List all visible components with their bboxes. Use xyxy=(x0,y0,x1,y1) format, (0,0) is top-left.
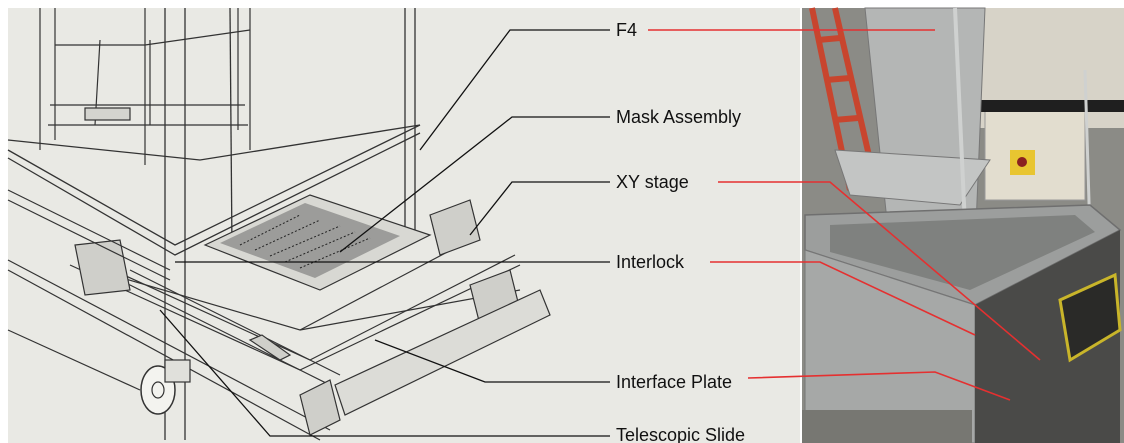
red-leader-interface-plate xyxy=(747,371,1011,401)
label-telescopic-slide: Telescopic Slide xyxy=(616,425,745,443)
label-interface-plate: Interface Plate xyxy=(616,372,732,392)
photo-f4-flange xyxy=(834,149,991,206)
leader-mask-assembly xyxy=(339,116,610,253)
leader-interface-plate xyxy=(374,339,610,383)
photo-yellow-stage xyxy=(1058,272,1122,363)
cad-drawing xyxy=(7,7,800,443)
leader-telescopic-slide xyxy=(159,309,610,437)
labels: F4 Mask Assembly XY stage Interlock Inte… xyxy=(616,20,745,443)
red-leader-interlock xyxy=(710,261,976,336)
cad-upper-box xyxy=(39,8,251,165)
label-xy-stage: XY stage xyxy=(616,172,689,192)
photo-radiation-symbol xyxy=(1017,157,1027,167)
leader-lines-red xyxy=(648,29,1041,401)
label-f4: F4 xyxy=(616,20,637,40)
cad-xy-stage xyxy=(69,199,521,386)
photo-floor xyxy=(802,410,972,443)
photo-panel xyxy=(802,7,1124,443)
label-interlock: Interlock xyxy=(616,252,685,272)
red-leader-xy-stage xyxy=(718,181,1041,361)
leader-lines-black xyxy=(159,29,610,437)
photo-tray-inner xyxy=(830,215,1095,290)
cad-caster-wheel xyxy=(140,359,191,415)
leader-f4 xyxy=(419,29,610,151)
leader-xy-stage xyxy=(469,181,610,236)
photo-bench-top xyxy=(975,100,1124,112)
cad-lower-frame xyxy=(7,189,551,441)
label-mask-assembly: Mask Assembly xyxy=(616,107,741,127)
photo-cabinet xyxy=(804,249,976,443)
photo-cabinet-side xyxy=(975,230,1120,443)
cad-mask-plate xyxy=(203,194,432,291)
